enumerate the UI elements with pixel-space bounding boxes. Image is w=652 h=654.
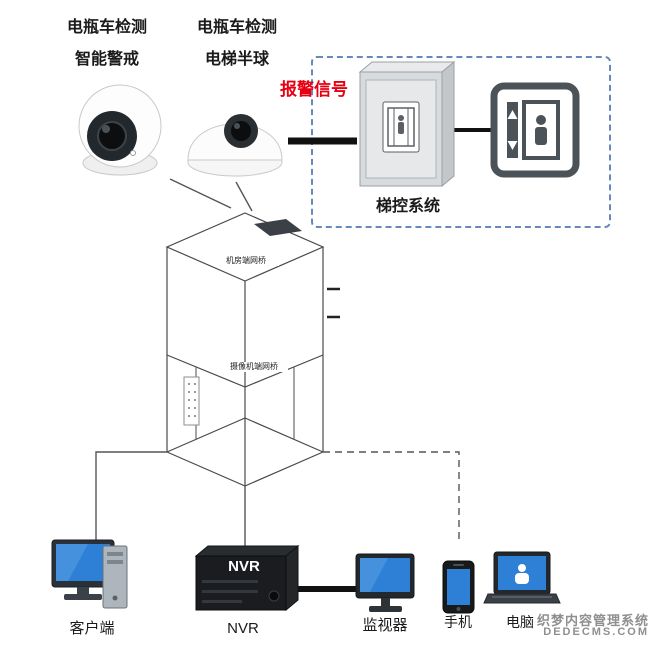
phone-icon [442, 560, 475, 614]
nvr-label: NVR [227, 620, 259, 637]
turret-camera-label-line2: 智能警戒 [74, 51, 139, 68]
bridge-car-label: 摄像机端网桥 [220, 362, 288, 372]
nvr-device-text: NVR [228, 558, 260, 575]
watermark-line2: DEDECMS.COM [543, 626, 649, 638]
laptop-icon [483, 551, 561, 604]
client-pc-icon [51, 539, 128, 609]
dome-camera-label-line1: 电瓶车检测 [196, 19, 277, 36]
monitor-icon [355, 553, 415, 612]
turret-camera-label-line1: 电瓶车检测 [66, 19, 147, 36]
bottom-connection-lines [95, 451, 460, 554]
turret-camera-icon [78, 84, 162, 176]
watermark-line1: 织梦内容管理系统 [536, 613, 649, 628]
nvr-icon [194, 544, 300, 612]
elevator-sign-icon [490, 82, 580, 178]
dome-camera-label-line2: 电梯半球 [204, 51, 269, 68]
control-cabinet-icon [358, 60, 456, 188]
elevator-control-label: 梯控系统 [375, 198, 440, 215]
phone-label: 手机 [444, 614, 472, 630]
camera-connection-lines [169, 178, 253, 212]
monitor-label: 监视器 [362, 617, 408, 634]
car-keypad-icon [183, 376, 200, 426]
bridge-top-label: 机房端网桥 [213, 256, 279, 266]
laptop-label: 电脑 [506, 614, 534, 630]
client-label: 客户端 [69, 620, 115, 637]
phone-screen [447, 569, 470, 605]
mini-dome-camera-icon [187, 114, 283, 177]
elevator-shaft-wireframe [165, 212, 325, 487]
sign-pictogram-person [536, 115, 546, 125]
shaft-dashed-line [323, 451, 460, 541]
alarm-signal-label: 报警信号 [280, 80, 348, 99]
cabinet-pictogram-person [398, 115, 404, 121]
shaft-tick-marks [327, 287, 340, 319]
shaft-to-client-line [95, 451, 167, 541]
shaft-skylight-panel [254, 219, 302, 236]
